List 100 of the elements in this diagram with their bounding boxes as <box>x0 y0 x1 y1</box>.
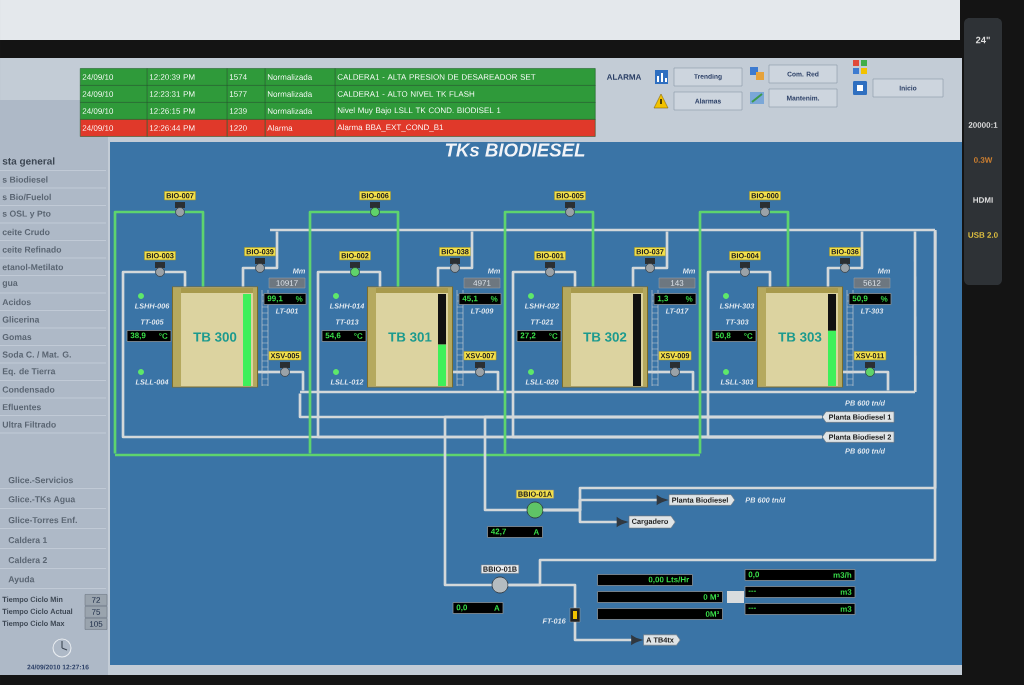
counter-display: 143 <box>658 277 696 289</box>
digital-display: 0M³ <box>597 608 723 620</box>
table-cell: 24/09/10 <box>80 85 148 103</box>
bezel-label: 0.3W <box>974 157 993 163</box>
digital-display: 38,9 °C <box>126 330 172 342</box>
pipe <box>443 415 822 587</box>
pipe-header <box>115 453 700 457</box>
title: TKs BIODIESEL <box>445 143 585 157</box>
menu-item: gua <box>2 281 18 288</box>
menu-item: etanol-Metilato <box>2 263 64 271</box>
pipe <box>648 370 671 374</box>
pipe <box>308 210 371 454</box>
table-cell: 1574 <box>227 68 266 86</box>
menu-item: Glice.-Servicios <box>8 476 73 484</box>
menu-item: Acidos <box>2 298 31 306</box>
digital-display: 1,3 % <box>653 293 697 305</box>
digital-display: 27,2 °C <box>516 330 562 342</box>
pipe-header <box>270 228 935 232</box>
menu-item: s Bio/Fuelol <box>2 193 51 201</box>
menu-item: ceite Refinado <box>2 246 62 253</box>
value-box: 72 <box>84 594 108 606</box>
pipe <box>843 370 866 374</box>
menu-item: Efluentes <box>2 403 41 411</box>
pipe <box>554 270 577 287</box>
pipe <box>826 266 841 287</box>
menu-item: Eq. de Tierra <box>2 367 56 377</box>
table-cell: 1239 <box>227 102 266 120</box>
digital-display: 45,1 % <box>458 293 502 305</box>
pipe <box>164 270 187 287</box>
digital-display: 0,0 m3/h <box>744 569 856 581</box>
bezel-label: USB 2.0 <box>968 232 998 238</box>
pipe <box>184 210 205 287</box>
table-cell: Normalizada <box>265 85 336 103</box>
counter-display: 5612 <box>853 277 891 289</box>
counter-display: 10917 <box>268 277 306 289</box>
tank: TB 303 <box>756 286 844 388</box>
pipe <box>264 231 279 270</box>
node-label: 42,7 <box>490 528 506 536</box>
menu-item: Soda C. / Mat. G. <box>2 351 71 358</box>
pipe <box>459 231 474 270</box>
pipe <box>631 266 646 287</box>
table-cell: Normalizada <box>265 102 336 120</box>
pipe <box>436 266 451 287</box>
pipe <box>503 210 566 454</box>
label: m3 <box>840 589 852 595</box>
digital-display: 54,6 °C <box>321 330 367 342</box>
bezel-label: HDMI <box>973 197 993 203</box>
pipe-header <box>300 390 915 394</box>
menu-item: Glice.-TKs Agua <box>8 495 76 505</box>
menu-item: s Biodiesel <box>2 176 48 183</box>
digital-display: 0,00 Lts/Hr <box>597 574 693 586</box>
digital-display: 99,1 % <box>263 293 307 305</box>
pipe <box>574 210 595 287</box>
table-cell: 1577 <box>227 85 266 103</box>
pipe <box>258 370 281 374</box>
menu-item: s OSL y Pto <box>2 210 51 219</box>
table-cell: 24/09/10 <box>80 119 148 137</box>
menu-item: Ayuda <box>8 575 35 585</box>
menu-item: Glicerina <box>2 316 40 323</box>
pipe <box>769 210 790 287</box>
tank: TB 300 <box>171 286 259 388</box>
table-cell: 1220 <box>227 119 266 137</box>
pipe <box>749 270 772 287</box>
pipe <box>241 266 256 287</box>
pipe <box>913 231 917 392</box>
menu-item: Caldera 1 <box>8 536 48 544</box>
pipe <box>379 210 400 287</box>
menu-item: Glice-Torres Enf. <box>8 516 77 524</box>
bezel-label: 24" <box>975 36 990 44</box>
pipe <box>289 370 305 391</box>
label: --- <box>748 607 756 609</box>
pipe <box>849 231 864 270</box>
pipe <box>874 370 890 391</box>
pipe <box>453 370 476 374</box>
menu-item: Caldera 2 <box>8 556 47 564</box>
table-cell: 24/09/10 <box>80 102 148 120</box>
table-cell: Normalizada <box>265 68 336 86</box>
digital-display: --- m3 <box>744 586 856 598</box>
digital-display: 0,0 A <box>452 602 504 614</box>
label: m3 <box>840 606 852 612</box>
digital-display: 0 M³ <box>597 591 723 603</box>
value-box: 75 <box>84 606 108 618</box>
tank: TB 301 <box>366 286 454 388</box>
pipe <box>698 210 761 454</box>
label: --- <box>748 590 756 592</box>
digital-display: 42,7 A <box>487 526 543 538</box>
table-cell: Alarma <box>265 119 336 137</box>
node-label: 0,0 <box>456 604 468 612</box>
pipe <box>654 231 669 270</box>
label: m3/h <box>833 572 852 578</box>
tank: TB 302 <box>561 286 649 388</box>
menu-item: ceite Crudo <box>2 228 50 236</box>
pipe <box>113 210 176 454</box>
pipe <box>706 270 822 439</box>
digital-display: --- m3 <box>744 603 856 615</box>
menu-item: Gomas <box>2 333 32 341</box>
counter-display: 4971 <box>463 277 501 289</box>
menu-item: Ultra Filtrado <box>2 421 56 428</box>
pipe <box>484 370 500 391</box>
table-cell: 24/09/10 <box>80 68 148 86</box>
